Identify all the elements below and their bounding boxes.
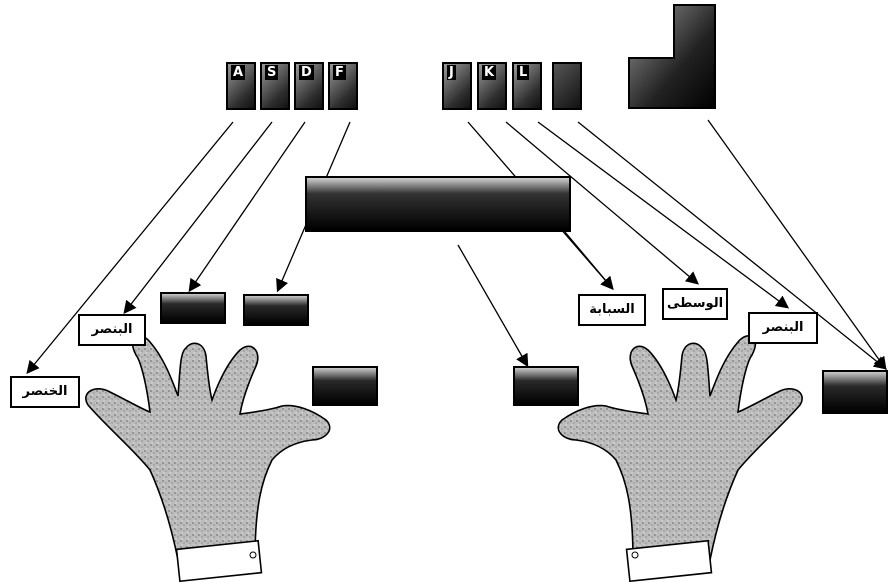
- left-hand: [85, 335, 331, 582]
- key-k-letter: K: [482, 65, 497, 80]
- key-semicolon: [552, 62, 582, 110]
- space-bar: [305, 176, 571, 232]
- arrow-k-middle: [505, 121, 699, 285]
- right-hand: [557, 335, 803, 582]
- arrow-bar-right-index: [564, 231, 614, 290]
- key-l: L: [512, 62, 542, 110]
- arrow-d-middle: [188, 121, 306, 293]
- key-f-letter: F: [333, 65, 346, 80]
- label-left-thumb: [312, 366, 378, 406]
- label-right-middle: الوسطى: [662, 288, 728, 320]
- key-s: S: [260, 62, 290, 110]
- key-f: F: [328, 62, 358, 110]
- label-left-index: [243, 294, 309, 326]
- key-d-letter: D: [299, 65, 314, 80]
- label-left-middle: [160, 292, 226, 324]
- label-right-thumb: [513, 366, 579, 406]
- label-left-pinky: الخنصر: [10, 376, 80, 408]
- arrow-s-ring: [123, 121, 273, 315]
- label-right-index-text: السبابة: [589, 302, 635, 317]
- label-right-ring: البنصر: [748, 312, 818, 344]
- arrow-space-right-thumb: [457, 244, 529, 368]
- key-a-letter: A: [231, 65, 246, 80]
- key-k: K: [477, 62, 507, 110]
- label-left-ring: البنصر: [78, 314, 146, 346]
- arrow-l-ring: [537, 121, 790, 309]
- arrow-a-pinky: [26, 121, 234, 375]
- key-d: D: [294, 62, 324, 110]
- label-right-ring-text: البنصر: [762, 320, 804, 335]
- key-s-letter: S: [265, 65, 279, 80]
- arrow-semicolon-pinky: [577, 121, 888, 370]
- key-j-letter: J: [447, 65, 456, 80]
- label-right-index: السبابة: [578, 294, 646, 326]
- arrow-special-pinky: [707, 119, 887, 371]
- enter-key-shape: [628, 4, 716, 109]
- enter-key: [628, 4, 716, 110]
- label-left-pinky-text: الخنصر: [22, 384, 68, 399]
- label-right-pinky: [822, 370, 888, 414]
- key-l-letter: L: [517, 65, 530, 80]
- label-left-ring-text: البنصر: [91, 322, 133, 337]
- key-a: A: [226, 62, 256, 110]
- label-right-middle-text: الوسطى: [666, 296, 724, 311]
- key-j: J: [442, 62, 472, 110]
